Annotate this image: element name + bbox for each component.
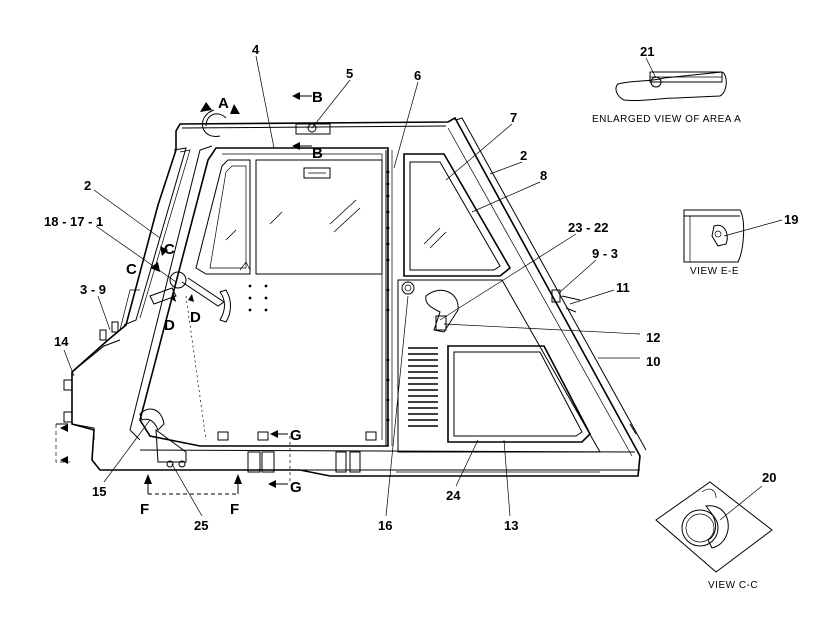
callout-3-9: 3 - 9 bbox=[80, 282, 106, 297]
detail-view-c-c bbox=[655, 481, 773, 573]
callout-12: 12 bbox=[646, 330, 660, 345]
callout-24: 24 bbox=[446, 488, 461, 503]
rear-lower-panel bbox=[397, 279, 601, 453]
door-handle bbox=[181, 277, 225, 307]
caption-area-a: ENLARGED VIEW OF AREA A bbox=[592, 114, 741, 125]
callout-15: 15 bbox=[92, 484, 106, 499]
section-f-left: F bbox=[140, 501, 149, 518]
top-detail bbox=[200, 102, 331, 137]
callout-20: 20 bbox=[762, 470, 776, 485]
door-main-glass bbox=[255, 159, 383, 275]
detail-area-a bbox=[615, 57, 727, 102]
front-light bbox=[139, 408, 165, 431]
callout-25: 25 bbox=[194, 518, 208, 533]
leader-lines bbox=[63, 55, 641, 517]
detail-view-e-e bbox=[683, 209, 783, 263]
hinge-dots bbox=[386, 170, 390, 422]
section-f-right: F bbox=[230, 501, 239, 518]
door-handle-knob bbox=[169, 271, 187, 289]
left-side-detail bbox=[55, 289, 361, 473]
mounting-holes bbox=[248, 284, 268, 312]
top-latch bbox=[303, 167, 331, 179]
section-g-bottom: G bbox=[290, 479, 302, 496]
vent-louvers bbox=[408, 347, 438, 427]
rear-upper-window bbox=[403, 153, 512, 277]
callout-4: 4 bbox=[252, 42, 260, 57]
callout-2-left: 2 bbox=[84, 178, 91, 193]
callout-13: 13 bbox=[504, 518, 518, 533]
right-side-detail bbox=[551, 289, 637, 435]
callout-8: 8 bbox=[540, 168, 547, 183]
callout-2-right: 2 bbox=[520, 148, 527, 163]
callout-18-17-1: 18 - 17 - 1 bbox=[44, 214, 103, 229]
callout-7: 7 bbox=[510, 110, 517, 125]
caption-view-e-e: VIEW E-E bbox=[690, 266, 739, 277]
callout-19: 19 bbox=[784, 212, 798, 227]
callout-5: 5 bbox=[346, 66, 353, 81]
section-c-left: C bbox=[126, 261, 137, 278]
section-letters: A B B C C D D G G F F bbox=[126, 89, 323, 518]
rear-lower-window bbox=[447, 345, 591, 443]
rotation-arrow-a bbox=[202, 109, 221, 137]
view-captions: ENLARGED VIEW OF AREA A VIEW E-E VIEW C-… bbox=[592, 114, 758, 591]
cab-door bbox=[139, 147, 393, 447]
callout-23-22: 23 - 22 bbox=[568, 220, 608, 235]
callout-9-3: 9 - 3 bbox=[592, 246, 618, 261]
callout-10: 10 bbox=[646, 354, 660, 369]
callout-11: 11 bbox=[616, 280, 630, 295]
section-d-right: D bbox=[190, 309, 201, 326]
front-pillar bbox=[123, 147, 187, 326]
caption-view-c-c: VIEW C-C bbox=[708, 580, 758, 591]
callout-14: 14 bbox=[54, 334, 69, 349]
cab-body bbox=[71, 116, 647, 477]
door-frame bbox=[139, 147, 389, 447]
section-a: A bbox=[218, 95, 229, 112]
callout-6: 6 bbox=[414, 68, 421, 83]
callout-labels: 2 18 - 17 - 1 3 - 9 14 15 25 4 5 6 7 2 8… bbox=[44, 42, 798, 533]
callout-21: 21 bbox=[640, 44, 654, 59]
knob-16 bbox=[401, 281, 415, 295]
section-d-left: D bbox=[164, 317, 175, 334]
door-window bbox=[195, 159, 251, 275]
section-c-right: C bbox=[164, 241, 175, 258]
section-g-top: G bbox=[290, 427, 302, 444]
cab-outline bbox=[71, 116, 641, 477]
section-b-top: B bbox=[312, 89, 323, 106]
callout-16: 16 bbox=[378, 518, 392, 533]
grab-bar bbox=[219, 289, 231, 323]
rear-handle bbox=[425, 289, 459, 333]
section-b-bottom: B bbox=[312, 145, 323, 162]
section-arrows bbox=[60, 92, 312, 495]
